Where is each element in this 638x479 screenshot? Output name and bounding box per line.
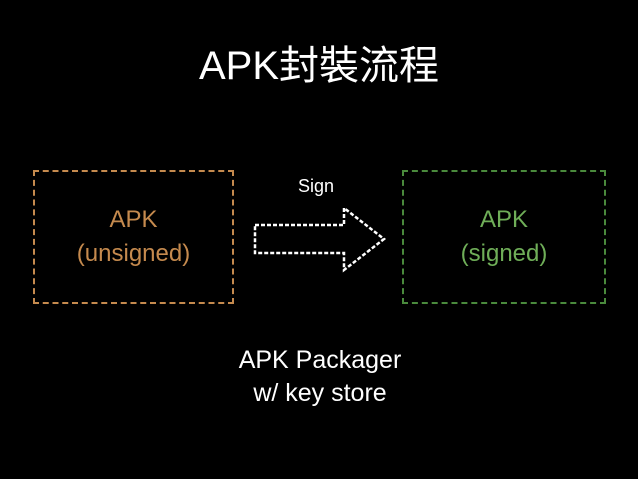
unsigned-apk-status: (unsigned) (76, 240, 191, 267)
diagram-title: APK封裝流程 (198, 44, 440, 88)
signed-apk-box: APK (signed) (402, 170, 606, 304)
packager-caption-line2: w/ key store (253, 379, 387, 407)
sign-arrow-icon (253, 205, 387, 273)
signed-apk-status: (signed) (460, 240, 548, 267)
packager-caption: APK Packager w/ key store (200, 344, 440, 410)
unsigned-apk-box: APK (unsigned) (33, 170, 234, 304)
sign-label: Sign (297, 176, 335, 196)
unsigned-apk-label: APK (109, 206, 158, 233)
signed-apk-label: APK (479, 206, 529, 233)
packager-caption-line1: APK Packager (238, 346, 402, 374)
